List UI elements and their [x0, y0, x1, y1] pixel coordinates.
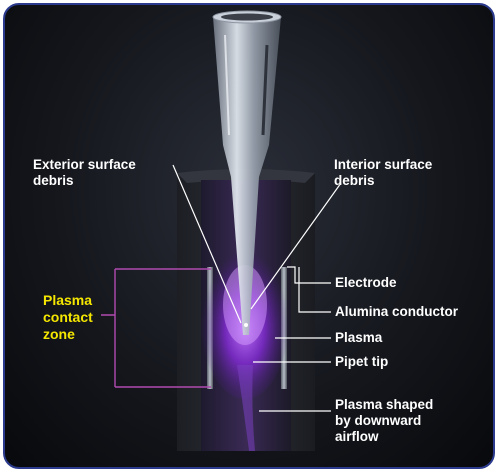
- plasma-flow: [237, 365, 255, 451]
- zone-bracket: [101, 268, 211, 388]
- label-interior-debris: Interior surface debris: [334, 157, 433, 188]
- label-plasma-shaped: Plasma shaped by downward airflow: [335, 397, 434, 444]
- leader-lines: [172, 164, 342, 412]
- label-exterior-debris: Exterior surface debris: [33, 157, 136, 188]
- label-plasma: Plasma: [335, 330, 383, 345]
- label-alumina-conductor: Alumina conductor: [335, 304, 459, 319]
- label-pipet-tip: Pipet tip: [335, 354, 389, 369]
- label-electrode: Electrode: [335, 275, 397, 290]
- pipet-plasma-diagram: [101, 10, 342, 451]
- pipet-tip: [212, 10, 282, 335]
- label-plasma-contact-zone: Plasma contact zone: [43, 292, 93, 342]
- diagram-frame: Exterior surface debris Interior surface…: [3, 3, 495, 469]
